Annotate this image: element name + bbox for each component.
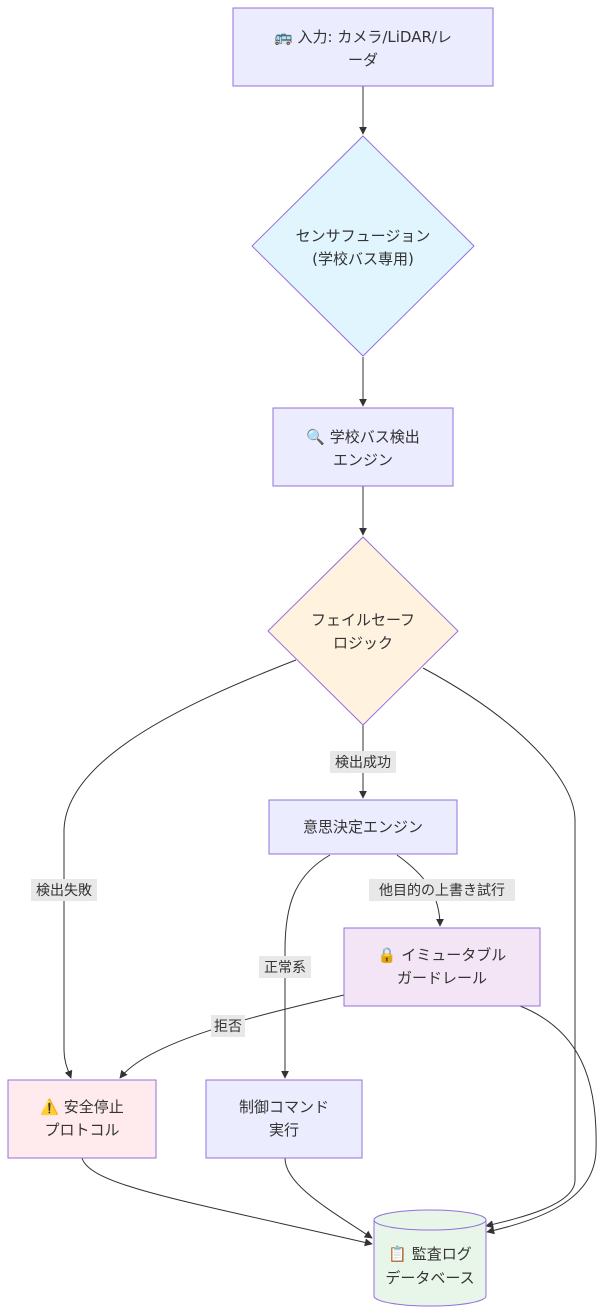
svg-text:📋 監査ログ: 📋 監査ログ bbox=[388, 1245, 471, 1263]
node-sensor-fusion: センサフュージョン (学校バス専用) bbox=[251, 135, 475, 357]
node-immutable-guardrail: 🔒 イミュータブル ガードレール bbox=[343, 927, 541, 1007]
edge-label-reject: 拒否 bbox=[211, 1015, 245, 1037]
svg-text:意思決定エンジン: 意思決定エンジン bbox=[303, 818, 423, 836]
svg-text:他目的の上書き試行: 他目的の上書き試行 bbox=[379, 883, 505, 899]
svg-text:🔍 学校バス検出: 🔍 学校バス検出 bbox=[306, 427, 419, 446]
svg-text:フェイルセーフ: フェイルセーフ bbox=[311, 611, 415, 629]
node-control-command: 制御コマンド 実行 bbox=[205, 1079, 363, 1159]
edge-label-detect-fail: 検出失敗 bbox=[31, 879, 97, 901]
svg-text:制御コマンド: 制御コマンド bbox=[239, 1098, 329, 1116]
edge-label-normal: 正常系 bbox=[259, 956, 311, 978]
svg-text:センサフュージョン: センサフュージョン bbox=[296, 227, 431, 245]
svg-text:ロジック: ロジック bbox=[333, 634, 393, 652]
edge-failsafe-to-audit bbox=[422, 667, 576, 1229]
edge-label-override-attempt: 他目的の上書き試行 bbox=[369, 879, 515, 901]
node-input: 🚌 入力: カメラ/LiDAR/レ ーダ bbox=[232, 7, 494, 87]
svg-text:🔒 イミュータブル: 🔒 イミュータブル bbox=[378, 946, 506, 964]
svg-text:正常系: 正常系 bbox=[264, 960, 306, 976]
node-safety-stop-protocol: ⚠️ 安全停止 プロトコル bbox=[7, 1079, 157, 1159]
node-audit-log-database: 📋 監査ログ データベース bbox=[373, 1209, 487, 1307]
svg-text:拒否: 拒否 bbox=[214, 1019, 242, 1035]
node-failsafe-logic: フェイルセーフ ロジック bbox=[267, 536, 459, 726]
svg-text:ーダ: ーダ bbox=[348, 51, 378, 69]
svg-text:ガードレール: ガードレール bbox=[397, 969, 487, 987]
edge-failsafe-to-stop bbox=[63, 659, 297, 1079]
node-bus-detection-engine: 🔍 学校バス検出 エンジン bbox=[272, 407, 454, 487]
svg-text:検出失敗: 検出失敗 bbox=[36, 883, 92, 899]
edge-control-to-audit bbox=[284, 1157, 373, 1239]
edge-guardrail-to-audit bbox=[486, 1005, 597, 1235]
svg-text:(学校バス専用): (学校バス専用) bbox=[312, 250, 414, 268]
edge-stop-to-audit bbox=[81, 1157, 373, 1247]
edge-decision-to-control bbox=[281, 854, 331, 1079]
edge-label-detect-success: 検出成功 bbox=[330, 751, 396, 773]
svg-text:エンジン: エンジン bbox=[333, 451, 393, 469]
svg-text:実行: 実行 bbox=[269, 1121, 299, 1139]
svg-text:データベース: データベース bbox=[385, 1269, 474, 1287]
svg-text:⚠️ 安全停止: ⚠️ 安全停止 bbox=[40, 1098, 123, 1116]
svg-text:検出成功: 検出成功 bbox=[335, 755, 391, 771]
svg-text:プロトコル: プロトコル bbox=[44, 1121, 119, 1139]
edge-labels: 検出成功 検出失敗 他目的の上書き試行 正常系 拒否 bbox=[31, 751, 515, 1037]
node-decision-engine: 意思決定エンジン bbox=[268, 799, 458, 855]
svg-text:🚌 入力: カメラ/LiDAR/レ: 🚌 入力: カメラ/LiDAR/レ bbox=[274, 28, 452, 46]
